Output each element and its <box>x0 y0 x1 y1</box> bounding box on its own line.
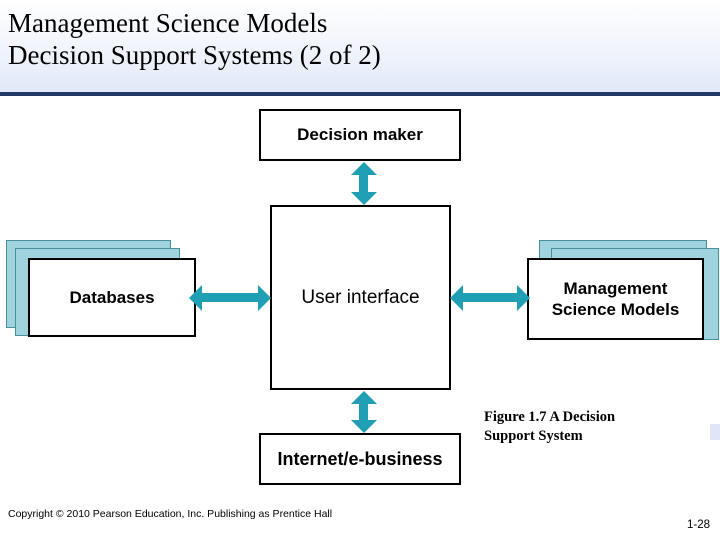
arrow-shaft <box>359 401 368 423</box>
arrow-head-right-icon <box>258 285 271 311</box>
node-decision-maker-label: Decision maker <box>297 125 423 144</box>
header-divider <box>0 92 720 96</box>
dss-diagram: Decision maker User interface Internet/e… <box>0 100 720 500</box>
copyright-notice: Copyright © 2010 Pearson Education, Inc.… <box>8 508 333 520</box>
arrow-user-interface-internet <box>350 391 378 433</box>
arrow-decision-maker-user-interface <box>350 162 378 205</box>
arrow-head-down-icon <box>351 420 377 433</box>
arrow-head-right-icon <box>517 285 530 311</box>
slide-header: Management Science Models Decision Suppo… <box>0 0 720 96</box>
node-models-label-line-2: Science Models <box>551 300 680 319</box>
databases-stack-front: Databases <box>28 258 196 337</box>
page-title-line-1: Management Science Models <box>8 8 328 38</box>
arrow-user-interface-models <box>450 284 530 312</box>
models-stack-front: Management Science Models <box>527 258 704 340</box>
node-internet-e-business: Internet/e-business <box>259 433 461 485</box>
arrow-head-up-icon <box>351 162 377 175</box>
node-databases-label: Databases <box>69 287 155 307</box>
figure-caption-line-2: Support System <box>484 427 583 444</box>
slide-number: 1-28 <box>686 519 710 531</box>
node-user-interface: User interface <box>270 205 451 390</box>
figure-caption-line-1: Figure 1.7 A Decision <box>484 409 616 425</box>
arrow-databases-user-interface <box>189 284 271 312</box>
arrow-shaft <box>359 172 368 195</box>
arrow-head-down-icon <box>351 192 377 205</box>
arrow-head-left-icon <box>450 285 463 311</box>
page-title-line-2: Decision Support Systems (2 of 2) <box>8 39 381 70</box>
arrow-shaft <box>200 293 260 302</box>
arrow-head-left-icon <box>189 285 202 311</box>
arrow-head-up-icon <box>351 391 377 404</box>
slide-corner-accent <box>710 424 720 440</box>
node-models-label-line-1: Management <box>563 278 668 298</box>
node-decision-maker: Decision maker <box>259 109 461 161</box>
node-user-interface-label: User interface <box>301 286 420 308</box>
figure-caption: Figure 1.7 A Decision Support System <box>484 408 709 445</box>
node-databases: Databases <box>6 240 196 355</box>
node-internet-e-business-label: Internet/e-business <box>277 448 443 469</box>
node-management-science-models: Management Science Models <box>527 240 719 360</box>
arrow-shaft <box>461 293 519 302</box>
